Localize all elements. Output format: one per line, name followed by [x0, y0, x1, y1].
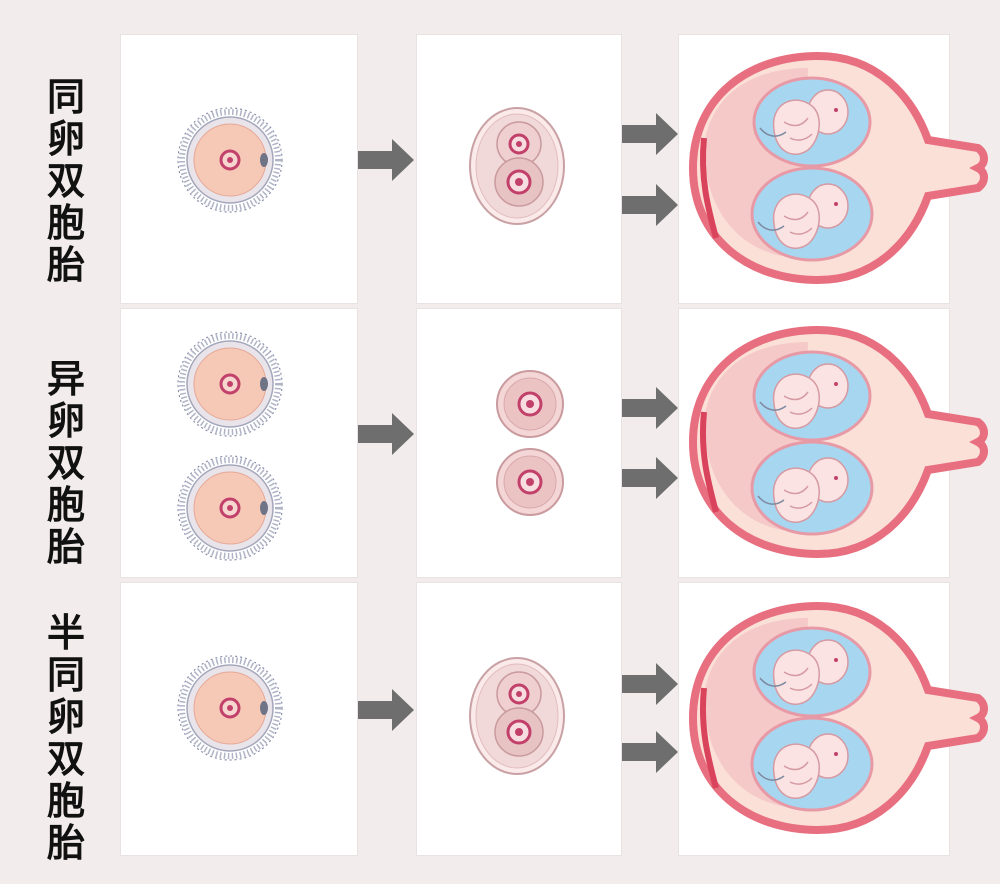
- zygote-icon: [495, 447, 565, 517]
- arrow-right-icon: [622, 457, 678, 499]
- label-char: 卵: [46, 695, 85, 739]
- egg-cell-icon: [178, 656, 282, 760]
- label-char: 双: [46, 159, 85, 203]
- row-label-fraternal: 异 卵 双 胞 胎: [38, 358, 94, 568]
- arrow-right-icon: [622, 731, 678, 773]
- uterus-twins-icon: [693, 606, 984, 830]
- label-char: 同: [46, 653, 85, 697]
- arrow-right-icon: [622, 113, 678, 155]
- row-label-semi-identical: 半 同 卵 双 胞 胎: [38, 612, 94, 864]
- label-char: 双: [46, 441, 85, 485]
- uterus-twins-icon: [693, 330, 984, 554]
- arrow-right-icon: [622, 663, 678, 705]
- uterus-twins-icon: [693, 56, 984, 280]
- zygote-icon: [468, 106, 566, 226]
- label-char: 双: [46, 737, 85, 781]
- zygote-icon: [495, 369, 565, 439]
- arrow-right-icon: [358, 413, 414, 455]
- label-char: 胎: [46, 243, 85, 287]
- label-char: 卵: [46, 117, 85, 161]
- label-char: 胞: [46, 483, 85, 527]
- label-char: 胎: [46, 821, 85, 865]
- zygote-icon: [468, 656, 566, 776]
- egg-cell-icon: [178, 332, 282, 436]
- row-label-identical: 同 卵 双 胞 胎: [38, 76, 94, 286]
- label-char: 同: [46, 75, 85, 119]
- label-char: 半: [46, 611, 85, 655]
- arrow-right-icon: [358, 689, 414, 731]
- label-char: 异: [46, 357, 85, 401]
- label-char: 胎: [46, 525, 85, 569]
- label-char: 卵: [46, 399, 85, 443]
- label-char: 胞: [46, 201, 85, 245]
- arrow-right-icon: [622, 184, 678, 226]
- arrow-right-icon: [622, 387, 678, 429]
- panel-zygote-row-2: [416, 308, 622, 578]
- label-char: 胞: [46, 779, 85, 823]
- arrow-right-icon: [358, 139, 414, 181]
- egg-cell-icon: [178, 456, 282, 560]
- egg-cell-icon: [178, 108, 282, 212]
